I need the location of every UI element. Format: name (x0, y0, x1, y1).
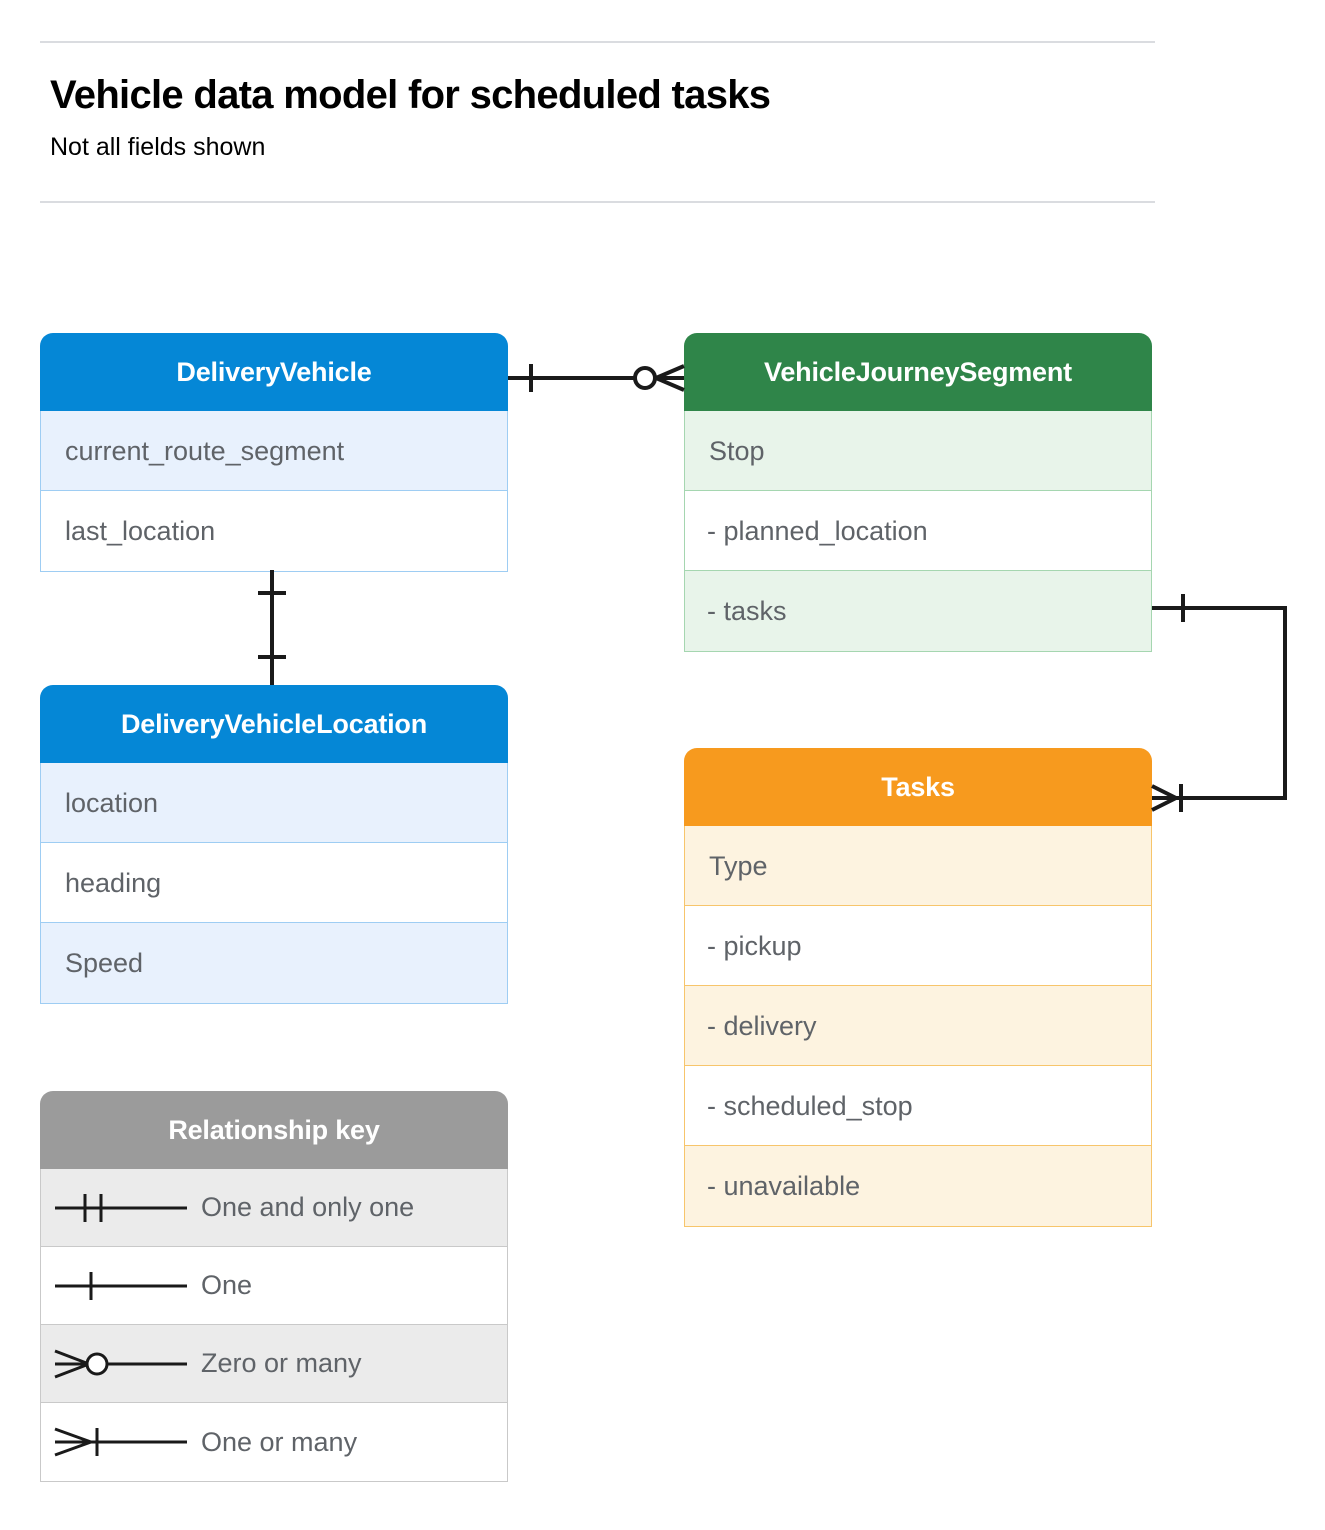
entity-vehicle-journey-segment-title: VehicleJourneySegment (684, 333, 1152, 411)
legend-row: Zero or many (41, 1325, 507, 1403)
relationship-key-title: Relationship key (40, 1091, 508, 1169)
header-divider-top (40, 41, 1155, 43)
entity-delivery-vehicle-location-fields: location heading Speed (40, 763, 508, 1004)
entity-vehicle-journey-segment-fields: Stop - planned_location - tasks (684, 411, 1152, 652)
field-row: - delivery (685, 986, 1151, 1066)
header-divider-bottom (40, 201, 1155, 203)
field-row: last_location (41, 491, 507, 571)
field-row: Type (685, 826, 1151, 906)
connector-delivery-vehicle-to-journey-segment (508, 364, 685, 392)
field-row: heading (41, 843, 507, 923)
field-row: - scheduled_stop (685, 1066, 1151, 1146)
connector-delivery-vehicle-to-vehicle-location (258, 570, 286, 685)
legend-label: One and only one (201, 1192, 415, 1222)
field-row: Speed (41, 923, 507, 1003)
field-row: location (41, 763, 507, 843)
field-row: current_route_segment (41, 411, 507, 491)
relationship-key-card[interactable]: Relationship key One and only one One (40, 1091, 508, 1482)
field-row: - tasks (685, 571, 1151, 651)
entity-delivery-vehicle[interactable]: DeliveryVehicle current_route_segment la… (40, 333, 508, 572)
entity-delivery-vehicle-title: DeliveryVehicle (40, 333, 508, 411)
field-row: - pickup (685, 906, 1151, 986)
legend-label: Zero or many (201, 1348, 362, 1378)
entity-vehicle-journey-segment[interactable]: VehicleJourneySegment Stop - planned_loc… (684, 333, 1152, 652)
connector-journey-segment-to-tasks (1151, 594, 1287, 812)
entity-delivery-vehicle-location[interactable]: DeliveryVehicleLocation location heading… (40, 685, 508, 1004)
field-row: Stop (685, 411, 1151, 491)
zero-or-many-icon (41, 1344, 201, 1384)
field-row: - unavailable (685, 1146, 1151, 1226)
one-icon (41, 1266, 201, 1306)
page-title: Vehicle data model for scheduled tasks (50, 73, 771, 117)
entity-tasks-fields: Type - pickup - delivery - scheduled_sto… (684, 826, 1152, 1227)
entity-delivery-vehicle-location-title: DeliveryVehicleLocation (40, 685, 508, 763)
entity-delivery-vehicle-fields: current_route_segment last_location (40, 411, 508, 572)
entity-tasks[interactable]: Tasks Type - pickup - delivery - schedul… (684, 748, 1152, 1227)
legend-label: One (201, 1270, 253, 1300)
entity-tasks-title: Tasks (684, 748, 1152, 826)
field-row: - planned_location (685, 491, 1151, 571)
relationship-key-rows: One and only one One Zero (40, 1169, 508, 1482)
page-subtitle: Not all fields shown (50, 133, 266, 161)
one-and-only-one-icon (41, 1188, 201, 1228)
legend-label: One or many (201, 1426, 358, 1457)
legend-row: One (41, 1247, 507, 1325)
one-or-many-icon (41, 1422, 201, 1462)
legend-row: One or many (41, 1403, 507, 1481)
legend-row: One and only one (41, 1169, 507, 1247)
